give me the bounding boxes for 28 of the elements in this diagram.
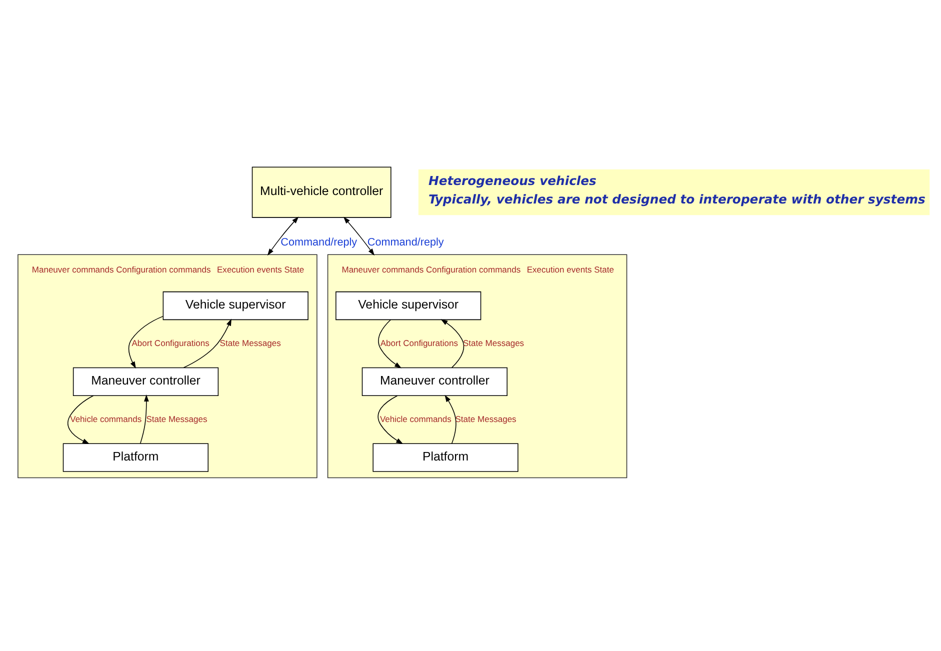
arrow: [343, 216, 375, 256]
node-box: Multi-vehicle controller: [252, 166, 392, 218]
node-box: Maneuver controller: [362, 367, 508, 396]
arrow: [183, 318, 232, 368]
arrow: [140, 394, 149, 444]
edge-label: Command/reply: [280, 236, 358, 248]
arrow: [267, 216, 299, 256]
node-box: Maneuver controller: [72, 367, 219, 396]
arrow: [444, 394, 456, 444]
edge-label: Abort Configurations: [132, 338, 210, 348]
arrow: [128, 316, 164, 368]
edge-label: Vehicle commands: [70, 414, 142, 424]
arrow: [67, 395, 94, 444]
arrow: [440, 319, 464, 368]
node-box: Platform: [372, 443, 518, 472]
node-box: Heterogeneous vehicles Typically, vehicles are not designed to interoperate with other systems: [418, 169, 930, 216]
edge-label: Vehicle commands: [380, 414, 452, 424]
edge-label: Abort Configurations: [380, 338, 458, 348]
edge-label: State Messages: [463, 338, 524, 348]
arrow: [378, 395, 404, 444]
edge-label: State Messages: [220, 338, 281, 348]
edge-label: State Messages: [146, 414, 208, 424]
node-box: Vehicle supervisor: [336, 291, 482, 320]
node-box: Platform: [62, 443, 208, 472]
arrow: [378, 319, 402, 368]
edge-label: State Messages: [455, 414, 516, 424]
node-box: Vehicle supervisor: [162, 291, 308, 320]
edge-label: Command/reply: [367, 236, 444, 248]
